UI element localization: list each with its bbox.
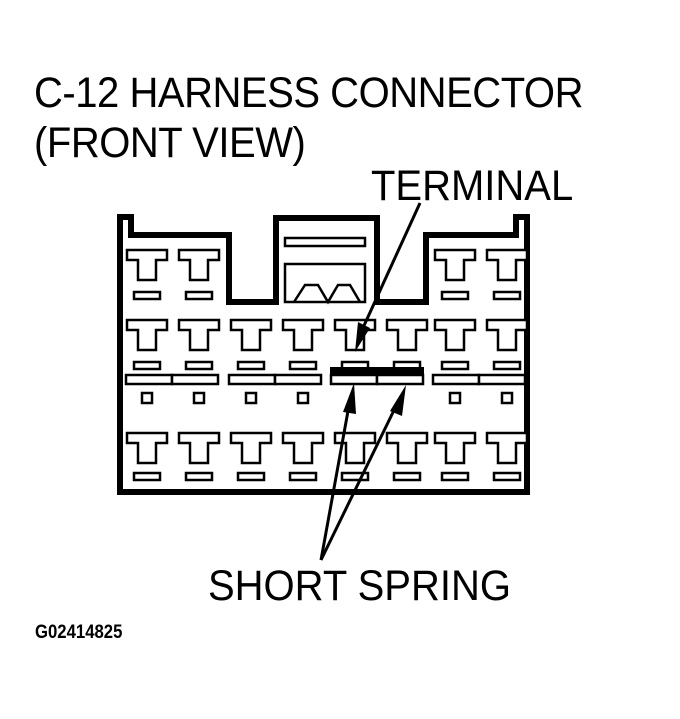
diagram-title-line1: C-12 HARNESS CONNECTOR [34, 69, 583, 117]
terminal-cavity [485, 248, 529, 282]
middle-row-terminals [125, 318, 529, 371]
bottom-row-terminals [125, 431, 529, 482]
short-spring-highlight [330, 367, 424, 374]
terminal-cavity [433, 248, 477, 282]
diagram-title-line2: (FRONT VIEW) [34, 119, 306, 167]
spring-bars [124, 367, 527, 386]
spring-indicator-squares [140, 391, 514, 405]
center-key [283, 236, 367, 305]
short-spring-leader-arrows [319, 383, 406, 561]
connector-housing-outline [117, 214, 530, 495]
short-spring-callout-label: SHORT SPRING [208, 562, 511, 610]
terminal-leader-arrow [355, 202, 422, 352]
terminal-cavity [125, 248, 169, 282]
terminal-callout-label: TERMINAL [371, 162, 574, 210]
terminal-cavity [177, 248, 221, 282]
figure-id: G02414825 [35, 622, 123, 643]
